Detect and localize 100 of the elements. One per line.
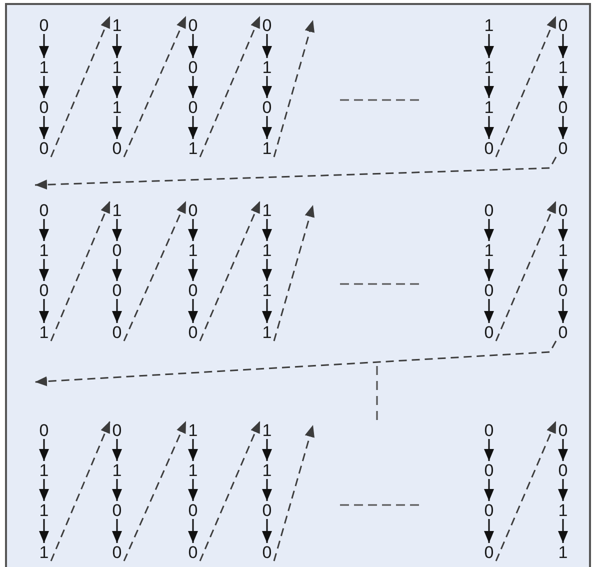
arrow bbox=[484, 439, 494, 461]
arrow bbox=[39, 479, 49, 501]
arrow bbox=[39, 76, 49, 98]
arrow bbox=[262, 299, 272, 323]
arrow bbox=[262, 259, 272, 281]
dashed-arrow bbox=[50, 420, 111, 562]
bit-digit: 0 bbox=[186, 58, 200, 76]
bit-digit: 1 bbox=[260, 201, 274, 219]
dashed-arrow bbox=[123, 200, 187, 342]
bit-digit: 1 bbox=[186, 139, 200, 157]
bit-digit: 0 bbox=[556, 323, 570, 341]
dashed-arrow bbox=[123, 420, 187, 562]
dashed-arrow bbox=[199, 200, 261, 342]
arrow bbox=[188, 479, 198, 501]
bit-digit: 1 bbox=[482, 16, 496, 34]
bit-digit: 0 bbox=[556, 421, 570, 439]
dashed-arrow bbox=[34, 156, 557, 190]
bit-digit: 0 bbox=[556, 98, 570, 116]
arrow bbox=[112, 116, 122, 139]
bit-digit: 1 bbox=[556, 501, 570, 519]
arrow bbox=[262, 116, 272, 139]
bit-digit: 1 bbox=[556, 241, 570, 259]
bit-digit: 0 bbox=[110, 241, 124, 259]
bit-digit: 0 bbox=[110, 501, 124, 519]
arrow bbox=[112, 439, 122, 461]
arrow bbox=[188, 519, 198, 543]
bit-digit: 0 bbox=[556, 281, 570, 299]
bit-digit: 0 bbox=[260, 543, 274, 561]
arrow bbox=[39, 439, 49, 461]
bit-digit: 0 bbox=[556, 16, 570, 34]
bit-digit: 0 bbox=[482, 201, 496, 219]
bit-digit: 1 bbox=[260, 241, 274, 259]
arrow bbox=[484, 34, 494, 58]
bit-digit: 0 bbox=[37, 98, 51, 116]
arrow bbox=[558, 299, 568, 323]
dashed-arrow bbox=[495, 200, 557, 342]
bit-digit: 1 bbox=[482, 58, 496, 76]
arrow bbox=[262, 76, 272, 98]
arrow bbox=[484, 116, 494, 139]
arrow bbox=[188, 116, 198, 139]
arrow bbox=[188, 76, 198, 98]
bit-digit: 0 bbox=[482, 543, 496, 561]
arrow bbox=[558, 116, 568, 139]
arrow bbox=[484, 76, 494, 98]
bit-digit: 0 bbox=[186, 501, 200, 519]
arrow bbox=[112, 479, 122, 501]
dashed-arrow bbox=[50, 16, 111, 158]
bit-digit: 1 bbox=[260, 58, 274, 76]
bit-digit: 0 bbox=[37, 421, 51, 439]
bit-digit: 1 bbox=[110, 461, 124, 479]
bit-digit: 1 bbox=[186, 461, 200, 479]
arrow bbox=[484, 259, 494, 281]
bit-digit: 0 bbox=[556, 461, 570, 479]
bit-digit: 1 bbox=[37, 501, 51, 519]
bit-digit: 0 bbox=[482, 281, 496, 299]
bit-digit: 1 bbox=[260, 461, 274, 479]
arrow bbox=[484, 519, 494, 543]
arrow bbox=[558, 519, 568, 543]
dashed-arrow bbox=[273, 204, 314, 342]
bit-digit: 1 bbox=[482, 241, 496, 259]
bit-digit: 1 bbox=[260, 281, 274, 299]
bit-digit: 0 bbox=[110, 281, 124, 299]
arrow bbox=[484, 299, 494, 323]
bit-digit: 1 bbox=[186, 421, 200, 439]
bit-digit: 0 bbox=[186, 543, 200, 561]
bit-digit: 0 bbox=[556, 201, 570, 219]
bit-digit: 0 bbox=[110, 543, 124, 561]
bit-digit: 0 bbox=[186, 98, 200, 116]
bit-digit: 0 bbox=[482, 461, 496, 479]
bit-digit: 1 bbox=[186, 241, 200, 259]
bit-digit: 1 bbox=[37, 461, 51, 479]
dashed-arrow bbox=[199, 16, 261, 158]
bit-digit: 1 bbox=[37, 543, 51, 561]
bit-digit: 0 bbox=[482, 421, 496, 439]
arrow bbox=[112, 34, 122, 58]
bit-digit: 0 bbox=[556, 139, 570, 157]
arrow bbox=[558, 76, 568, 98]
arrow bbox=[112, 76, 122, 98]
bit-digit: 1 bbox=[260, 323, 274, 341]
dashed-arrow bbox=[273, 20, 315, 158]
arrow bbox=[112, 219, 122, 241]
bit-digit: 1 bbox=[482, 98, 496, 116]
arrow bbox=[262, 439, 272, 461]
bit-digit: 0 bbox=[37, 139, 51, 157]
bit-digit: 0 bbox=[110, 139, 124, 157]
bit-digit: 0 bbox=[260, 501, 274, 519]
bit-digit: 0 bbox=[37, 281, 51, 299]
bit-digit: 0 bbox=[37, 16, 51, 34]
arrow bbox=[39, 116, 49, 139]
bit-digit: 0 bbox=[482, 501, 496, 519]
bit-digit: 1 bbox=[260, 421, 274, 439]
arrow bbox=[558, 259, 568, 281]
arrow bbox=[39, 259, 49, 281]
arrow bbox=[262, 34, 272, 58]
bit-digit: 1 bbox=[110, 16, 124, 34]
bit-digit: 0 bbox=[186, 16, 200, 34]
arrow bbox=[484, 219, 494, 241]
dashed-arrow bbox=[495, 420, 557, 562]
bit-digit: 0 bbox=[260, 98, 274, 116]
bit-digit: 0 bbox=[186, 281, 200, 299]
